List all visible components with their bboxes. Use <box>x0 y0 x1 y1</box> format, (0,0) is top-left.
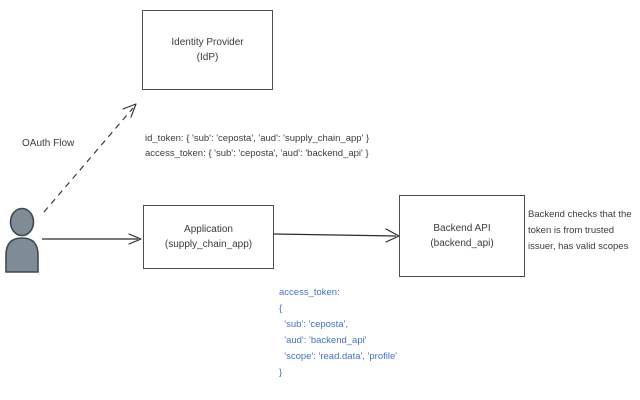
oauth-flow-label: OAuth Flow <box>22 138 75 149</box>
user-actor-icon <box>5 207 39 273</box>
edge-application-to-backend <box>273 228 400 243</box>
node-identity-provider-title: Identity Provider <box>171 37 244 48</box>
backend-note: Backend checks that the token is from tr… <box>528 209 632 252</box>
edge-user-to-idp <box>43 103 137 213</box>
node-application[interactable]: Application (supply_chain_app) <box>143 205 274 269</box>
token-note: id_token: { 'sub': 'ceposta', 'aud': 'su… <box>145 131 369 161</box>
node-backend-api-subtitle: (backend_api) <box>430 238 494 249</box>
access-token-json-close-brace: } <box>279 367 283 378</box>
node-backend-api-title: Backend API <box>433 223 491 234</box>
node-identity-provider[interactable]: Identity Provider (IdP) <box>142 10 273 90</box>
node-application-subtitle: (supply_chain_app) <box>164 239 253 250</box>
access-token-json-open-brace: { <box>279 303 283 314</box>
token-note-access-token: access_token: { 'sub': 'ceposta', 'aud':… <box>145 148 369 159</box>
access-token-json-scope: 'scope': 'read.data', 'profile' <box>279 351 398 362</box>
node-backend-api[interactable]: Backend API (backend_api) <box>399 195 525 277</box>
node-application-title: Application <box>184 224 233 235</box>
access-token-json-aud: 'aud': 'backend_api' <box>279 335 367 346</box>
access-token-json-sub: 'sub': 'ceposta', <box>279 319 349 330</box>
edge-user-to-application <box>42 233 142 245</box>
access-token-json-label: access_token: <box>279 287 340 298</box>
token-note-id-token: id_token: { 'sub': 'ceposta', 'aud': 'su… <box>145 133 370 144</box>
access-token-json-block: access_token: { 'sub': 'ceposta', 'aud':… <box>279 285 397 381</box>
node-identity-provider-subtitle: (IdP) <box>196 52 219 63</box>
